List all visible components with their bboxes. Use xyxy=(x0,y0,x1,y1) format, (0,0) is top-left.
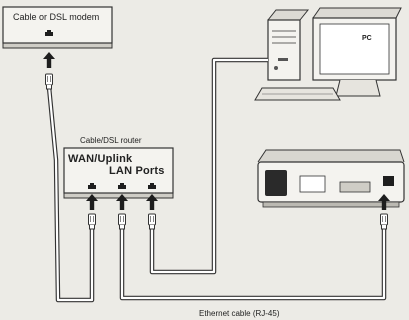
lan-ports-label: LAN Ports xyxy=(109,165,165,177)
pc-tower xyxy=(267,9,310,81)
arrow-up-icon xyxy=(43,52,55,68)
router-caption: Cable/DSL router xyxy=(80,136,142,145)
pc-label: PC xyxy=(362,35,372,42)
cable-lan1-to-console xyxy=(119,228,387,301)
wan-cable-plug xyxy=(88,213,96,230)
wan-uplink-label: WAN/Uplink xyxy=(68,153,133,165)
cable-modem-to-wan xyxy=(46,86,95,303)
modem-cable-plug xyxy=(45,73,53,90)
console-device xyxy=(257,149,405,208)
lan2-cable-plug xyxy=(148,213,156,230)
console-cable-plug xyxy=(380,213,388,230)
modem-device xyxy=(2,6,113,49)
ethernet-cable-caption: Ethernet cable (RJ-45) xyxy=(199,309,280,318)
modem-label: Cable or DSL modem xyxy=(13,12,100,22)
cable-lan2-to-pc xyxy=(149,57,268,275)
lan1-cable-plug xyxy=(118,213,126,230)
pc-keyboard xyxy=(254,87,341,101)
pc-monitor xyxy=(312,7,402,97)
